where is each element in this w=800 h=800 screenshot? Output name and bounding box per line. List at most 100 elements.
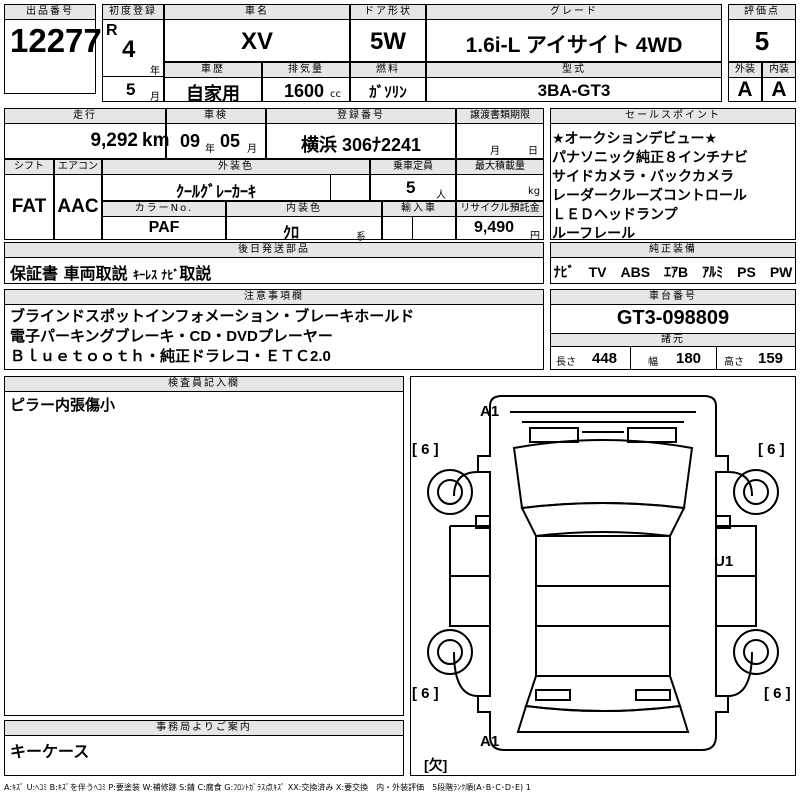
shift-label: シフト [4,159,54,175]
grade: 1.6i-L アイサイト 4WD [465,34,683,57]
ac-box [54,174,102,240]
sales-points-box [550,123,796,240]
recycle-box [456,216,544,240]
first-reg-year: 4 [122,36,136,63]
color-divider [330,174,331,201]
color-no-box [102,216,226,240]
legend: A:ｷｽﾞ U:ﾍｺﾐ B:ｷｽﾞを伴うﾍｺﾐ P:要塗装 W:補修跡 S:錆 … [4,783,531,792]
note-line: Ｂｌｕｅｔｏｏｔｈ・純正ドラレコ・ＥＴＣ2.0 [10,348,331,365]
int-color-label: 内装色 [226,201,382,217]
first-reg-label: 初度登録 [102,4,164,20]
notes-list: ブラインドスポットインフォメーション・ブレーキホールド電子パーキングブレーキ・C… [10,307,414,367]
history: 自家用 [186,84,240,104]
model-box [426,77,722,102]
sales-point-item: ★オークションデビュー★ [552,130,718,146]
capacity: 5 [406,178,416,197]
capacity-label: 乗車定員 [370,159,456,175]
door-type: 5W [370,28,406,55]
reg-label: 登録番号 [266,108,456,124]
transfer-day-unit: 日 [528,146,538,157]
recycle-fee: 9,490 [474,219,515,236]
score: 5 [754,26,770,56]
tire-rear-left: [ 6 ] [412,685,439,702]
mileage: 9,292 [90,130,138,151]
import-divider [412,216,413,240]
inspector-box [4,391,404,716]
later-parts-box [4,257,544,284]
transfer-month-unit: 月 [490,146,500,157]
name-label: 車名 [164,4,350,20]
import-label: 輸入車 [382,201,456,217]
shift: FAT [11,196,47,217]
spec-divider-2 [716,346,717,370]
disp-box [262,77,350,102]
tire-rear-right: [ 6 ] [764,685,791,702]
transfer-box [456,123,544,159]
chassis-number: GT3-098809 [616,307,730,329]
mileage-box [4,123,166,159]
aircon: AAC [57,196,99,217]
damage-mark-u1: U1 [714,553,733,570]
fuel-box [350,77,426,102]
first-reg-year-unit: 年 [150,66,160,77]
load-label: 最大積載量 [456,159,544,175]
tire-front-left: [ 6 ] [412,441,439,458]
office-box [4,735,404,776]
notes-box [4,304,544,370]
later-parts-text: 保証書 車両取説 ｷｰﾚｽ ﾅﾋﾞ取説 [10,260,211,284]
later-parts-main: 保証書 車両取説 [10,264,134,283]
first-reg-month-unit: 月 [150,92,160,103]
tire-front-right: [ 6 ] [758,441,785,458]
color-box [102,174,370,201]
disp-unit: cc [330,89,341,100]
width-label: 幅 [648,357,658,368]
sales-point-item: ＬＥＤヘッドランプ [552,206,678,222]
notes-label: 注意事項欄 [4,289,544,305]
sales-point-item: レーダークルーズコントロール [552,187,747,203]
diagram-box [410,376,796,776]
spec-divider-1 [630,346,631,370]
car-name: XV [240,28,273,55]
note-line: 電子パーキングブレーキ・CD・DVDプレーヤー [10,328,333,345]
model-label: 型式 [426,62,722,78]
length-label: 長さ [556,357,576,368]
inspect-month-unit: 月 [247,144,257,155]
score-label: 評価点 [728,4,796,20]
disp-label: 排気量 [262,62,350,78]
int-label: 内装 [762,62,796,78]
note-line: ブラインドスポットインフォメーション・ブレーキホールド [10,308,415,325]
capacity-unit: 人 [436,190,446,201]
door-label: ドア形状 [350,4,426,20]
load-box [456,174,544,201]
later-parts-main2: 取説 [179,264,212,283]
model: 3BA-GT3 [537,81,611,100]
chassis-label: 車台番号 [550,289,796,305]
int-color-unit: 系 [356,232,366,243]
damage-mark-a1-rear: A1 [480,733,499,750]
load-unit: kg [528,186,541,197]
damage-mark-a1-front: A1 [480,403,499,420]
first-reg-divider [102,76,164,77]
width: 180 [676,350,702,367]
int-color-box [226,216,382,240]
color-no-label: カラーNo. [102,201,226,217]
inspector-label: 検査員記入欄 [4,376,404,392]
capacity-box [370,174,456,201]
sales-points-label: セールスポイント [550,108,796,124]
int-grade: A [771,78,787,101]
sales-point-item: サイドカメラ・バックカメラ [552,168,734,184]
inspect-month: 05 [220,131,241,151]
inspector-note: ピラー内張傷小 [10,397,116,414]
spec-box [550,346,796,370]
recycle-unit: 円 [530,231,540,242]
exterior-color: ｸｰﾙｸﾞﾚｰｶｰｷ [175,184,256,201]
sales-point-item: ルーフレール [552,225,636,241]
later-parts-label: 後日発送部品 [4,242,544,258]
car-diagram: A1 A1 U1 [ 6 ] [ 6 ] [ 6 ] [ 6 ] [欠] [412,395,791,773]
reg-box [266,123,456,159]
ext-grade: A [737,78,753,101]
registration: 横浜 306ﾅ2241 [300,135,422,155]
transfer-label: 譲渡書類期限 [456,108,544,124]
inspect-box [166,123,266,159]
length: 448 [592,350,618,367]
